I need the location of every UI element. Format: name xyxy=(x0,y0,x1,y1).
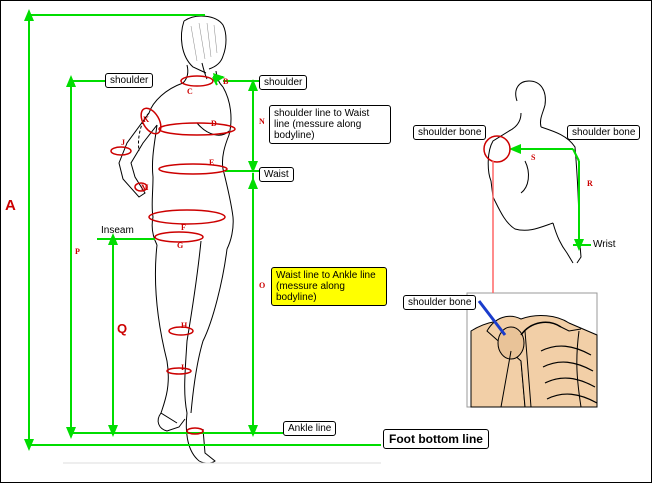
letter-e: E xyxy=(209,158,214,167)
ankle-line-label: Ankle line xyxy=(283,421,336,436)
letter-g: G xyxy=(177,241,183,250)
foot-bottom-line-label: Foot bottom line xyxy=(383,429,489,449)
shoulder-label-left: shoulder xyxy=(105,73,153,88)
letter-h: H xyxy=(181,321,187,330)
letter-q: Q xyxy=(117,321,127,336)
shoulder-bone-label-right: shoulder bone xyxy=(567,125,640,140)
shoulder-bone-inset-label: shoulder bone xyxy=(403,295,476,310)
shoulder-to-waist-label: shoulder line to Waist line (messure alo… xyxy=(269,105,391,144)
shoulder-label-right: shoulder xyxy=(259,75,307,90)
letter-m: M xyxy=(141,183,149,192)
letter-s: S xyxy=(531,153,535,162)
letter-i: I xyxy=(181,363,184,372)
letter-c: C xyxy=(187,87,193,96)
waist-to-ankle-label: Waist line to Ankle line (messure along … xyxy=(271,267,387,306)
letter-j: J xyxy=(121,138,125,147)
waist-label: Waist xyxy=(259,167,294,182)
letter-p: P xyxy=(75,247,80,256)
letter-n: N xyxy=(259,117,265,126)
letter-k: K xyxy=(143,115,149,124)
inseam-label: Inseam xyxy=(101,225,134,236)
letter-o: O xyxy=(259,281,265,290)
shoulder-bone-illustration xyxy=(471,316,597,407)
letter-d: D xyxy=(211,119,217,128)
letter-r: R xyxy=(587,179,593,188)
wrist-label: Wrist xyxy=(593,239,616,250)
shoulder-bone-label-left: shoulder bone xyxy=(413,125,486,140)
letter-b: B xyxy=(223,77,228,86)
letter-f: F xyxy=(181,223,186,232)
letter-a: A xyxy=(5,197,16,214)
back-view-figure xyxy=(488,81,581,263)
